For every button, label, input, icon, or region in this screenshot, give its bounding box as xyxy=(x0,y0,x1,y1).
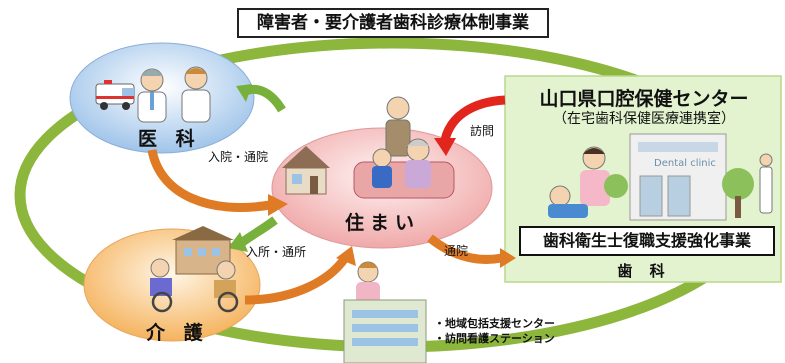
medical-label: 医 科 xyxy=(138,128,201,150)
elderly-man-illustration xyxy=(385,96,411,157)
program-title: 歯科衛生士復職支援強化事業 xyxy=(519,226,775,256)
note-community-center: ・地域包括支援センター xyxy=(434,317,555,330)
dental-clinic-building-illustration xyxy=(604,133,773,221)
dental-center-subtitle: （在宅歯科保健医療連携室） xyxy=(553,111,735,127)
outpatient-arrow-label: 通院 xyxy=(444,244,469,258)
doctor-illustration xyxy=(137,68,167,123)
orange-arrow-outpatient xyxy=(427,234,503,264)
home-label: 住まい xyxy=(345,212,421,234)
orange-arrow-care-home xyxy=(244,255,349,305)
dental-center-name: 山口県口腔保健センター xyxy=(539,88,749,110)
note-visiting-nurse: ・訪問看護ステーション xyxy=(434,332,555,345)
house-illustration xyxy=(282,146,330,195)
visit-arrow-label: 訪問 xyxy=(470,124,495,138)
orange-arrowhead-care-home xyxy=(336,246,356,266)
orange-arrowhead-outpatient xyxy=(500,248,516,268)
sofa-illustration xyxy=(353,138,455,199)
caregiver-illustration xyxy=(356,261,380,306)
green-arrow-care xyxy=(237,216,278,248)
dental-patient-illustration xyxy=(548,185,588,218)
orange-arrowhead-medical-home xyxy=(268,194,288,216)
green-arrowhead-medical xyxy=(236,84,252,102)
page-title: 障害者・要介護者歯科診療体制事業 xyxy=(237,8,549,38)
red-arrow-visit xyxy=(440,95,506,142)
facility-arrow-label: 入所・通所 xyxy=(246,245,307,259)
nurse-illustration xyxy=(181,66,211,123)
care-label: 介 護 xyxy=(146,322,209,344)
wheelchair-illustration xyxy=(150,258,239,313)
dental-department-label: 歯 科 xyxy=(617,262,671,280)
clinic-sign: Dental clinic xyxy=(654,158,716,169)
facility-building-illustration xyxy=(343,299,427,363)
red-arrowhead-visit xyxy=(434,138,456,156)
hospital-arrow-label: 入院・通院 xyxy=(208,150,269,164)
ambulance-illustration xyxy=(95,80,135,110)
dental-hygienist-illustration xyxy=(580,146,610,206)
orange-arrow-medical-home xyxy=(147,149,271,213)
green-arrowhead-care xyxy=(228,232,248,252)
